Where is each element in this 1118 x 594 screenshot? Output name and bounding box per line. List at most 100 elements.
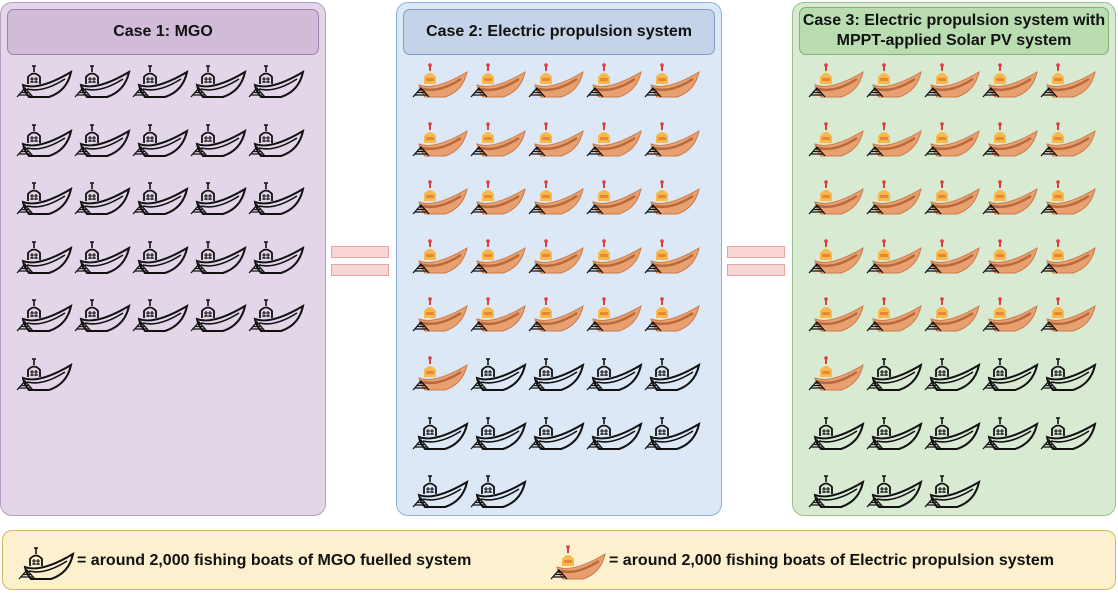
fishing-boat-outline-icon (15, 57, 73, 101)
equals-sign-bar-bottom-2 (727, 264, 785, 276)
fishing-boat-outline-icon (807, 409, 865, 453)
case-3-title: Case 3: Electric propulsion system with … (799, 7, 1109, 55)
fishing-boat-outline-icon (15, 233, 73, 277)
fishing-boat-orange-icon (865, 233, 923, 277)
fishing-boat-outline-icon (865, 409, 923, 453)
equals-sign-bar-top-2 (727, 246, 785, 258)
fishing-boat-outline-icon (411, 467, 469, 511)
fishing-boat-outline-icon (865, 467, 923, 511)
fishing-boat-orange-icon (585, 57, 643, 101)
fishing-boat-orange-icon (807, 350, 865, 394)
fishing-boat-outline-icon (131, 116, 189, 160)
fishing-boat-outline-icon (247, 233, 305, 277)
fishing-boat-orange-icon (469, 174, 527, 218)
fishing-boat-orange-icon (411, 174, 469, 218)
fishing-boat-outline-icon (1039, 350, 1097, 394)
fishing-boat-orange-icon (981, 116, 1039, 160)
fishing-boat-orange-icon (643, 291, 701, 335)
legend-item-mgo: = around 2,000 fishing boats of MGO fuel… (17, 539, 471, 583)
fishing-boat-outline-icon (923, 467, 981, 511)
fishing-boat-outline-icon (189, 57, 247, 101)
fishing-boat-outline-icon (585, 409, 643, 453)
fishing-boat-orange-icon (807, 116, 865, 160)
equals-sign-bar-bottom (331, 264, 389, 276)
fishing-boat-orange-icon (1039, 57, 1097, 101)
fishing-boat-orange-icon (865, 57, 923, 101)
fishing-boat-orange-icon (807, 174, 865, 218)
fishing-boat-orange-icon (549, 539, 607, 583)
fishing-boat-outline-icon (247, 291, 305, 335)
fishing-boat-orange-icon (923, 174, 981, 218)
fishing-boat-outline-icon (807, 467, 865, 511)
fishing-boat-outline-icon (73, 116, 131, 160)
case-2-panel: Case 2: Electric propulsion system (396, 2, 722, 516)
fishing-boat-orange-icon (585, 291, 643, 335)
fishing-boat-orange-icon (1039, 291, 1097, 335)
fishing-boat-orange-icon (643, 174, 701, 218)
fishing-boat-outline-icon (923, 350, 981, 394)
fishing-boat-outline-icon (73, 57, 131, 101)
fishing-boat-orange-icon (643, 57, 701, 101)
fishing-boat-outline-icon (981, 409, 1039, 453)
fishing-boat-orange-icon (865, 116, 923, 160)
fishing-boat-outline-icon (527, 350, 585, 394)
legend-item-electric: = around 2,000 fishing boats of Electric… (549, 539, 1054, 583)
fishing-boat-orange-icon (469, 57, 527, 101)
fishing-boat-outline-icon (131, 291, 189, 335)
fishing-boat-orange-icon (1039, 174, 1097, 218)
case-1-panel: Case 1: MGO (0, 2, 326, 516)
fishing-boat-orange-icon (981, 233, 1039, 277)
equals-sign-bar-top (331, 246, 389, 258)
fishing-boat-outline-icon (15, 291, 73, 335)
fishing-boat-outline-icon (527, 409, 585, 453)
fishing-boat-orange-icon (527, 291, 585, 335)
fishing-boat-orange-icon (643, 233, 701, 277)
fishing-boat-outline-icon (131, 233, 189, 277)
case-3-panel: Case 3: Electric propulsion system with … (792, 2, 1116, 516)
legend-mgo-text: = around 2,000 fishing boats of MGO fuel… (77, 552, 472, 569)
fishing-boat-outline-icon (247, 57, 305, 101)
fishing-boat-orange-icon (643, 116, 701, 160)
fishing-boat-outline-icon (1039, 409, 1097, 453)
fishing-boat-orange-icon (981, 291, 1039, 335)
fishing-boat-orange-icon (585, 174, 643, 218)
fishing-boat-outline-icon (189, 116, 247, 160)
fishing-boat-outline-icon (247, 174, 305, 218)
fishing-boat-outline-icon (411, 409, 469, 453)
fishing-boat-orange-icon (411, 233, 469, 277)
fishing-boat-outline-icon (15, 350, 73, 394)
fishing-boat-outline-icon (73, 174, 131, 218)
case-1-title: Case 1: MGO (7, 9, 319, 55)
legend-electric-text: = around 2,000 fishing boats of Electric… (609, 552, 1054, 569)
fishing-boat-orange-icon (923, 116, 981, 160)
fishing-boat-orange-icon (527, 116, 585, 160)
case-2-title: Case 2: Electric propulsion system (403, 9, 715, 55)
fishing-boat-outline-icon (73, 291, 131, 335)
fishing-boat-outline-icon (73, 233, 131, 277)
fishing-boat-orange-icon (981, 57, 1039, 101)
fishing-boat-orange-icon (923, 57, 981, 101)
fishing-boat-orange-icon (585, 233, 643, 277)
fishing-boat-outline-icon (981, 350, 1039, 394)
fishing-boat-orange-icon (981, 174, 1039, 218)
fishing-boat-orange-icon (1039, 233, 1097, 277)
fishing-boat-outline-icon (15, 174, 73, 218)
fishing-boat-orange-icon (923, 233, 981, 277)
fishing-boat-orange-icon (411, 57, 469, 101)
fishing-boat-outline-icon (131, 57, 189, 101)
fishing-boat-orange-icon (527, 233, 585, 277)
fishing-boat-orange-icon (1039, 116, 1097, 160)
fishing-boat-orange-icon (469, 116, 527, 160)
fishing-boat-orange-icon (807, 291, 865, 335)
fishing-boat-orange-icon (807, 233, 865, 277)
fishing-boat-outline-icon (17, 539, 75, 583)
fishing-boat-orange-icon (923, 291, 981, 335)
fishing-boat-orange-icon (411, 350, 469, 394)
fishing-boat-outline-icon (585, 350, 643, 394)
fishing-boat-orange-icon (865, 291, 923, 335)
fishing-boat-orange-icon (585, 116, 643, 160)
fishing-boat-orange-icon (527, 57, 585, 101)
fishing-boat-outline-icon (469, 409, 527, 453)
fishing-boat-outline-icon (189, 291, 247, 335)
legend: = around 2,000 fishing boats of MGO fuel… (2, 530, 1116, 590)
